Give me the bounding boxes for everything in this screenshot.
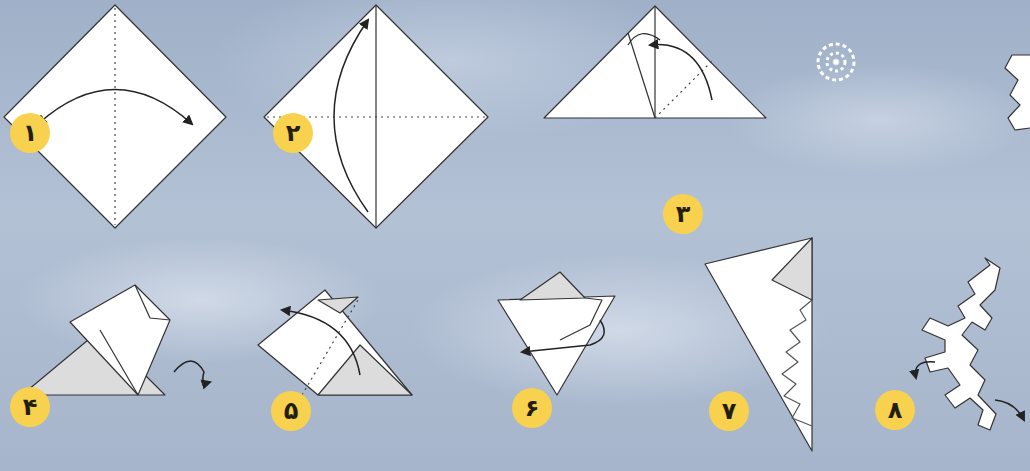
step-number: ۷: [722, 399, 737, 423]
step-number-circle: ۲: [273, 113, 313, 153]
step-number: ۴: [23, 395, 38, 419]
step-number: ۶: [525, 396, 540, 420]
step-number: ۱: [23, 121, 38, 145]
step-number: ۵: [284, 399, 299, 423]
step-number: ۲: [286, 121, 301, 145]
step-number-circle: ۶: [512, 388, 552, 428]
step-number: ۳: [676, 202, 691, 226]
step-number-circle: ۳: [663, 194, 703, 234]
step-number-circle: ۸: [875, 390, 915, 430]
step-number: ۸: [888, 398, 903, 422]
step-number-circle: ۴: [10, 387, 50, 427]
step-number-circle: ۷: [709, 391, 749, 431]
step-number-circle: ۱: [10, 113, 50, 153]
step-number-circle: ۵: [271, 391, 311, 431]
